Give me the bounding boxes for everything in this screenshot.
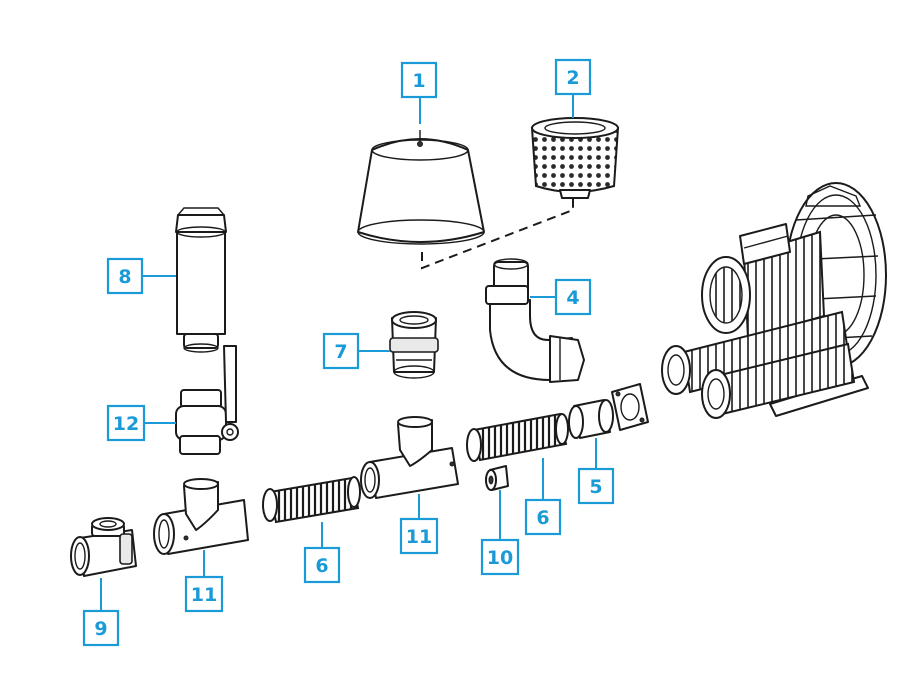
svg-text:6: 6 <box>315 555 328 577</box>
callout-8: 8 <box>106 257 176 295</box>
svg-text:1: 1 <box>412 70 425 92</box>
callout-7: 7 <box>322 332 390 370</box>
part-11-tee-left <box>153 478 249 555</box>
part-11-tee-center <box>360 416 459 499</box>
part-6-hose-right <box>466 412 569 462</box>
svg-text:4: 4 <box>566 287 579 309</box>
svg-text:11: 11 <box>406 526 432 548</box>
svg-text:6: 6 <box>536 507 549 529</box>
callout-11-center: 11 <box>399 494 439 555</box>
part-5-pipe-sleeve <box>568 399 614 439</box>
svg-text:9: 9 <box>94 618 107 640</box>
callout-11-left: 11 <box>184 550 224 613</box>
svg-text:12: 12 <box>113 413 139 435</box>
part-4-elbow-pipe <box>485 258 585 383</box>
svg-text:10: 10 <box>487 547 513 569</box>
callout-1: 1 <box>400 61 438 124</box>
svg-text:2: 2 <box>566 67 579 89</box>
callout-4: 4 <box>530 278 592 316</box>
callout-9: 9 <box>82 578 120 647</box>
callout-10: 10 <box>480 490 520 576</box>
svg-text:5: 5 <box>589 476 602 498</box>
part-10-end-cap <box>485 465 509 491</box>
svg-text:7: 7 <box>334 341 347 363</box>
part-2-mesh-filter <box>530 117 620 199</box>
side-channel-blower <box>661 182 887 419</box>
callout-6-left: 6 <box>303 522 341 584</box>
callout-2: 2 <box>554 58 592 118</box>
part-6-hose-left <box>262 476 361 524</box>
part-8-inline-filter <box>175 207 227 353</box>
part-12-ball-valve <box>175 345 239 455</box>
callout-6-right: 6 <box>524 458 562 536</box>
svg-text:11: 11 <box>191 584 217 606</box>
part-7-pipe-connector <box>389 311 439 379</box>
callout-5: 5 <box>577 438 615 505</box>
svg-text:8: 8 <box>118 266 131 288</box>
alignment-dashed-line <box>421 198 574 270</box>
callout-12: 12 <box>106 404 176 442</box>
part-1-filter-cover <box>357 130 485 245</box>
flange-gasket <box>611 383 649 431</box>
part-9-union-valve <box>70 517 137 577</box>
